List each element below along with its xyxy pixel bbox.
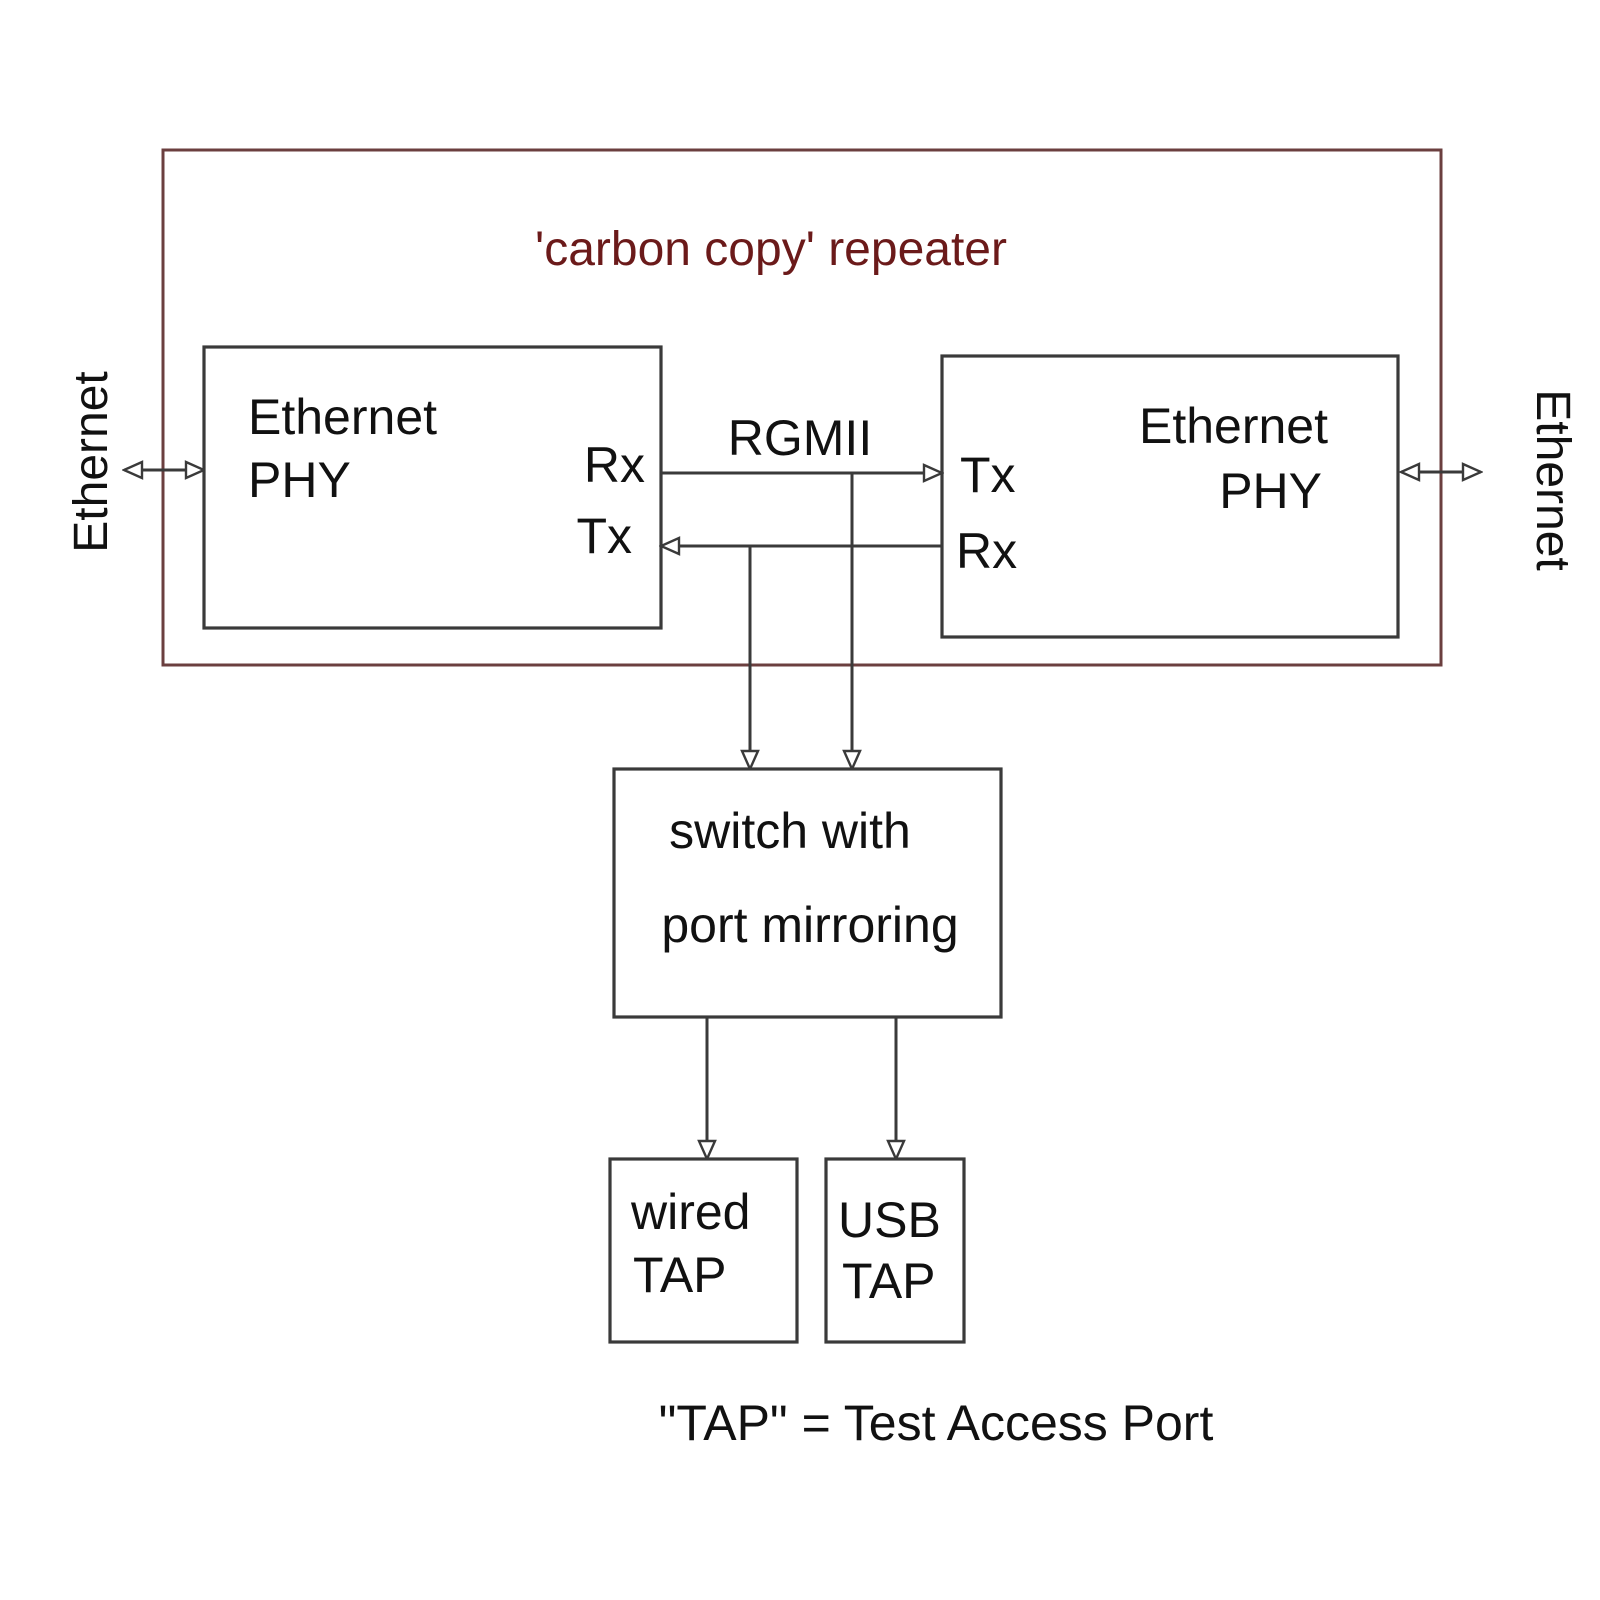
- right-phy-subtitle: PHY: [1219, 463, 1322, 519]
- right-ethernet-label: Ethernet: [1526, 389, 1579, 570]
- left-phy-title: Ethernet: [248, 389, 437, 445]
- footnote: "TAP" = Test Access Port: [659, 1395, 1214, 1451]
- left-phy-box: [202, 345, 663, 630]
- wired-tap-line2: TAP: [633, 1247, 727, 1303]
- right-phy-rx-port: Rx: [956, 523, 1017, 579]
- right-phy-title: Ethernet: [1139, 398, 1328, 454]
- switch-subtitle: port mirroring: [661, 897, 958, 953]
- left-phy-rx-port: Rx: [584, 437, 645, 493]
- wired-tap-box: [608, 1157, 799, 1344]
- repeater-frame: [161, 148, 1443, 667]
- wired-tap-line1: wired: [630, 1184, 750, 1240]
- left-ethernet-label: Ethernet: [65, 371, 118, 552]
- repeater-title: 'carbon copy' repeater: [535, 223, 1007, 276]
- switch-box: [612, 767, 1003, 1019]
- usb-tap-line1: USB: [838, 1192, 941, 1248]
- left-phy-tx-port: Tx: [576, 508, 632, 564]
- left-phy-subtitle: PHY: [248, 452, 351, 508]
- right-phy-box: [940, 354, 1400, 639]
- usb-tap-line2: TAP: [842, 1253, 936, 1309]
- switch-title: switch with: [669, 803, 911, 859]
- right-phy-tx-port: Tx: [960, 447, 1016, 503]
- usb-tap-box: [824, 1157, 966, 1344]
- rgmii-label: RGMII: [728, 410, 872, 466]
